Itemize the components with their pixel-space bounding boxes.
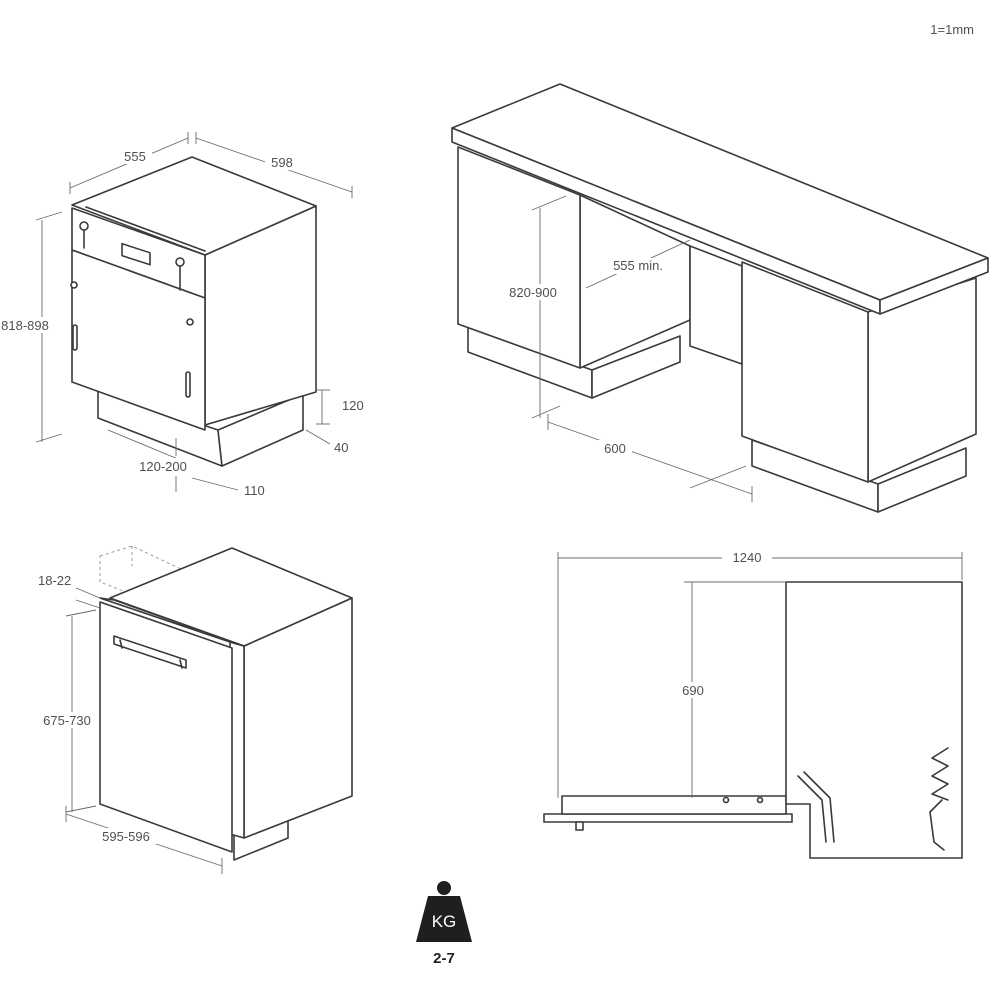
dim-plinth-setback-label: 40 xyxy=(334,440,348,455)
door-swing-view: 1240 690 xyxy=(543,548,963,859)
dim-width-label: 598 xyxy=(271,155,293,170)
weight-icon: KG xyxy=(416,881,472,942)
dim-door-height-label: 690 xyxy=(682,683,704,698)
dim-niche-depth-label: 555 min. xyxy=(613,258,663,273)
dim-niche-width-label: 600 xyxy=(604,441,626,456)
dim-niche-height-label: 820-900 xyxy=(509,285,557,300)
dim-plinth-height-label: 120 xyxy=(342,398,364,413)
dim-toe-kick-label: 110 xyxy=(244,483,265,498)
dim-panel-width-label: 595-596 xyxy=(102,829,150,844)
weight-unit-label: KG xyxy=(432,912,457,931)
semi-integrated-view: 555 598 818-898 120 40 120-200 110 xyxy=(0,132,364,498)
dim-panel-thickness-label: 18-22 xyxy=(38,573,71,588)
weight-range-label: 2-7 xyxy=(433,950,455,967)
dim-total-depth-label: 1240 xyxy=(733,550,762,565)
dim-height-label: 818-898 xyxy=(1,318,49,333)
installation-view: 820-900 555 min. 600 xyxy=(451,83,989,513)
scale-note: 1=1mm xyxy=(930,22,974,37)
dim-plinth-depth-label: 120-200 xyxy=(139,459,187,474)
dim-panel-height-label: 675-730 xyxy=(43,713,91,728)
dim-depth-label: 555 xyxy=(124,149,146,164)
fully-integrated-view: 18-22 675-730 595-596 xyxy=(36,545,353,874)
